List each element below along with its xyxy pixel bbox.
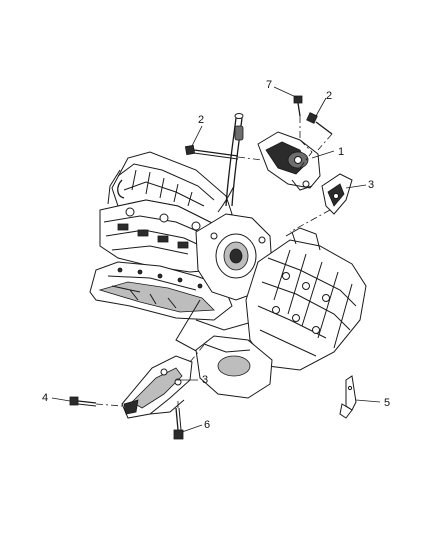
bolt-part-2-upper: [184, 144, 239, 160]
bracket-part-5: [339, 375, 357, 419]
callout-7: 7: [266, 79, 272, 91]
bolt-part-7: [293, 95, 303, 117]
callout-labels: 7 2 2 1 3 3 4 5 6: [42, 79, 390, 431]
callout-6: 6: [204, 419, 210, 431]
callout-2-upper: 2: [198, 114, 204, 126]
callout-4: 4: [42, 392, 48, 404]
bolt-part-2-right: [306, 112, 333, 135]
callout-2-right: 2: [326, 90, 332, 102]
callout-1: 1: [338, 146, 344, 158]
dipstick-tube: [217, 113, 244, 213]
lower-bracket-part-3: [121, 355, 193, 419]
callout-3-lower: 3: [202, 374, 208, 386]
assembly-lines: [95, 116, 333, 408]
bolt-part-4: [69, 396, 97, 407]
callout-5: 5: [384, 397, 390, 409]
transaxle: [195, 227, 367, 399]
bolt-part-6: [173, 407, 184, 440]
upper-bracket-part-3: [321, 173, 353, 215]
upper-mount-part-1: [257, 131, 321, 191]
leader-lines: [51, 86, 381, 433]
callout-3-upper: 3: [368, 179, 374, 191]
